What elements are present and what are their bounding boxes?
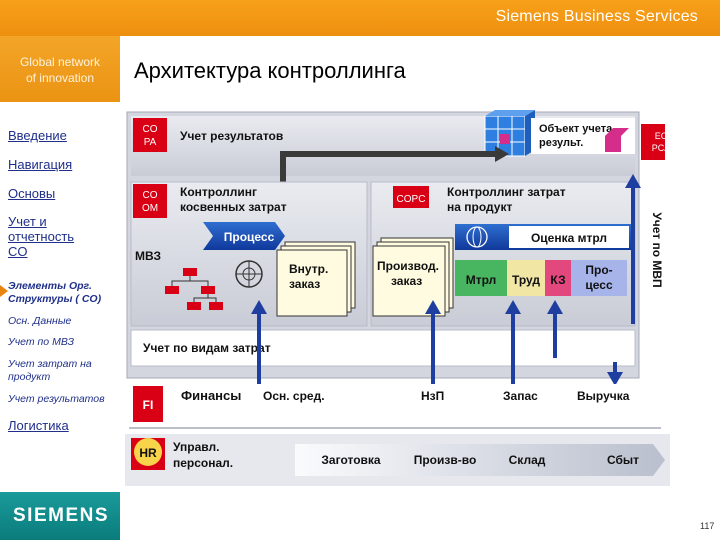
tagline-line: Global network [19, 55, 101, 69]
sidebar-item-master-data[interactable]: Осн. Данные [8, 315, 72, 327]
nav-line: Элементы Орг. [8, 280, 92, 292]
process-cost-line: цесс [585, 278, 613, 292]
up-arrows [251, 300, 623, 388]
copc-badge [393, 186, 429, 208]
header-bar: Siemens Business Services [0, 0, 720, 36]
data-cube-icon [484, 110, 535, 157]
material-eval-label: Оценка мтрл [531, 231, 607, 245]
fi-badge [133, 386, 163, 422]
nav-line: отчетность [8, 229, 75, 244]
cost-item-material [455, 260, 507, 296]
internal-line: Внутр. [289, 262, 328, 276]
hr-line: Управл. [173, 440, 219, 454]
process-label: Процесс [224, 230, 275, 244]
sidebar-item-navigation[interactable]: Навигация [8, 157, 73, 172]
finance-item: Запас [503, 389, 538, 403]
nav-line: Учет и [8, 214, 47, 229]
cost-types-bar [130, 329, 636, 367]
cost-item-label: КЗ [550, 273, 565, 287]
sidebar-item-basics[interactable]: Основы [8, 186, 56, 201]
nav-line: продукт [8, 370, 51, 383]
co-om-line: OM [142, 203, 158, 214]
sidebar-item-logistics[interactable]: Логистика [8, 418, 69, 433]
logistics-step: Сбыт [607, 453, 639, 467]
sidebar [0, 36, 120, 540]
cost-item-label: Мтрл [466, 273, 497, 287]
cost-item-label: Труд [512, 273, 540, 287]
co-pa-line: CO [143, 124, 158, 135]
indirect-line: косвенных затрат [180, 200, 287, 214]
brand-name: Siemens Business Services [495, 8, 698, 25]
object-line: результ. [539, 137, 583, 149]
org-chart-icon [165, 268, 223, 310]
ec-pca-line: PCA [652, 143, 665, 153]
logistics-step: Произв-во [414, 453, 477, 467]
internal-order-stack [276, 241, 356, 317]
slide-number: 117 [700, 521, 715, 531]
active-arrow-icon [0, 285, 8, 297]
copc-label: COPC [397, 194, 426, 205]
result-cube-icon [605, 136, 621, 152]
results-title: Учет результатов [180, 129, 283, 143]
nav-line: Структуры ( CO) [8, 292, 102, 305]
product-line: на продукт [447, 200, 512, 214]
mvz-label: МВЗ [135, 249, 161, 263]
sidebar-item-product-costs[interactable]: Учет затрат на продукт [8, 358, 92, 383]
co-om-badge [133, 184, 167, 218]
mvp-label: Учет по МВП [650, 212, 664, 287]
indirect-line: Контроллинг [180, 185, 257, 199]
diagram-svg: CO PA Учет результатов Объект учета резу… [126, 110, 681, 429]
production-order-stack [372, 237, 454, 317]
tagline: Global network of innovation [0, 36, 120, 102]
logistics-step: Заготовка [321, 453, 380, 467]
sidebar-item-results[interactable]: Учет результатов [8, 393, 105, 405]
logistics-step: Склад [509, 453, 546, 467]
hr-label: HR [139, 446, 157, 460]
cost-types-label: Учет по видам затрат [143, 341, 271, 355]
ec-pca-badge [641, 124, 681, 160]
sidebar-item-introduction[interactable]: Введение [8, 128, 67, 143]
cost-item-process [571, 260, 627, 296]
nav-line: Учет затрат на [8, 358, 92, 370]
tagline-line: of innovation [25, 71, 95, 85]
finance-item: НзП [421, 389, 444, 403]
page-title: Архитектура контроллинга [134, 58, 406, 83]
finance-item: Выручка [577, 389, 630, 403]
material-eval-box [509, 226, 629, 248]
nav-line: CO [8, 244, 28, 259]
fi-label: FI [143, 398, 154, 412]
logistics-svg: HR Управл. персонал. Заготовка Произв-во… [125, 434, 670, 486]
globe-icon [466, 226, 488, 248]
co-pa-line: PA [144, 137, 157, 148]
co-pa-badge [133, 118, 167, 152]
cost-item-kz [545, 260, 571, 296]
sidebar-item-co-reporting[interactable]: Учет и отчетность CO [8, 214, 74, 259]
finance-item: Осн. сред. [263, 389, 325, 403]
process-arrow [203, 222, 285, 250]
object-line: Объект учета [539, 123, 613, 135]
logistics-section: HR Управл. персонал. Заготовка Произв-во… [125, 430, 670, 490]
logo-bar [0, 492, 120, 540]
sidebar-item-cost-center[interactable]: Учет по МВЗ [8, 336, 75, 348]
product-line: Контроллинг затрат [447, 185, 566, 199]
logistics-flow-arrow [295, 444, 665, 476]
co-om-line: CO [143, 190, 158, 201]
siemens-logo: SIEMENS [13, 505, 110, 526]
hr-badge [134, 438, 162, 466]
process-cost-line: Про- [585, 263, 612, 277]
gear-icon [235, 260, 263, 288]
ec-pca-line: EC [655, 131, 665, 141]
production-line: заказ [391, 274, 422, 288]
architecture-diagram: CO PA Учет результатов Объект учета резу… [125, 110, 681, 460]
hr-line: персонал. [173, 456, 233, 470]
sidebar-item-org-structure[interactable]: Элементы Орг. Структуры ( CO) [8, 280, 101, 305]
internal-line: заказ [289, 277, 320, 291]
finance-label: Финансы [181, 388, 241, 403]
production-line: Производ. [377, 259, 439, 273]
cost-item-labor [507, 260, 545, 296]
finance-row [127, 384, 661, 424]
